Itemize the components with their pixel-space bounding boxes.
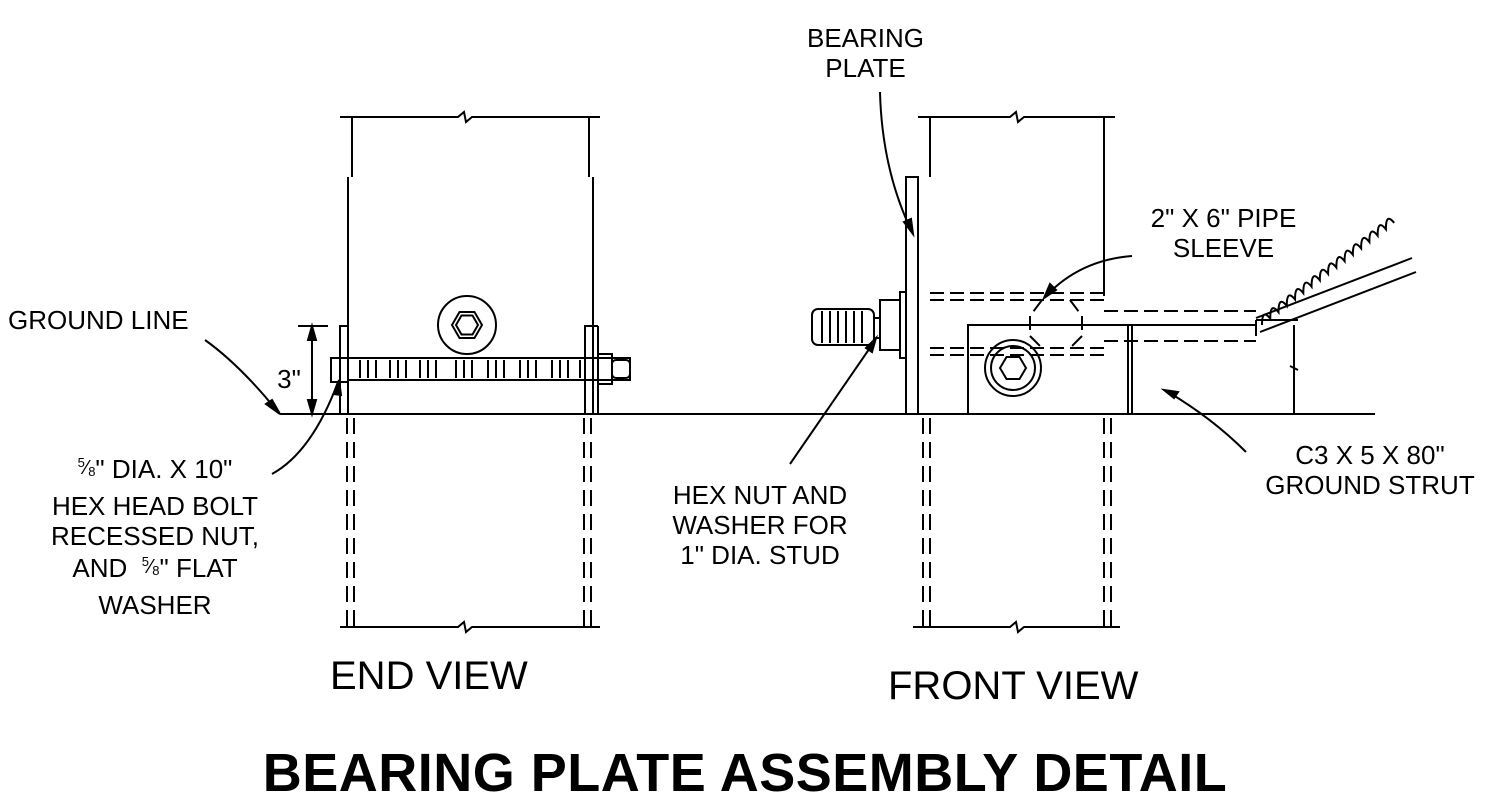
hex-nut-line3: 1" DIA. STUD: [680, 540, 840, 570]
ground-strut: [967, 319, 1299, 414]
bolt-label: 5⁄8" DIA. X 10" HEX HEAD BOLT RECESSED N…: [10, 452, 300, 620]
front-view-post: [905, 110, 1120, 634]
bolt-line3: RECESSED NUT,: [50, 521, 260, 551]
fraction-five-eighths-2: 5⁄8: [141, 554, 160, 578]
fraction-five-eighths: 5⁄8: [77, 455, 96, 479]
ground-strut-label: C3 X 5 X 80" GROUND STRUT: [1250, 440, 1490, 500]
bearing-plate-leader: [879, 91, 913, 233]
pipe-sleeve-label: 2" X 6" PIPE SLEEVE: [1136, 203, 1311, 263]
pipe-sleeve-leader: [1045, 255, 1133, 297]
bearing-plate-label: BEARING PLATE: [783, 23, 948, 83]
hex-nut-line2: WASHER FOR: [672, 510, 848, 540]
hex-nut-leader: [789, 341, 875, 465]
bolt-line5: WASHER: [98, 590, 212, 620]
dimension-3in: [298, 322, 328, 418]
dimension-3in-label: 3": [277, 364, 301, 394]
bolt-leader: [271, 381, 339, 475]
pipe-sleeve-line1: 2" X 6" PIPE: [1150, 203, 1297, 233]
pipe-sleeve-line2: SLEEVE: [1172, 233, 1275, 263]
front-view-stud: [811, 291, 907, 359]
ground-strut-line2: GROUND STRUT: [1265, 470, 1475, 500]
bearing-plate-line1: BEARING: [806, 23, 925, 53]
ground-strut-line1: C3 X 5 X 80": [1295, 440, 1445, 470]
bolt-line2: HEX HEAD BOLT: [51, 491, 259, 521]
end-view-bolt: [330, 295, 631, 385]
ground-line-leader: [204, 339, 279, 413]
cable: [1255, 217, 1417, 333]
hex-nut-line1: HEX NUT AND: [672, 480, 848, 510]
end-view-label: END VIEW: [330, 654, 528, 698]
ground-line-label: GROUND LINE: [8, 305, 189, 335]
hex-nut-label: HEX NUT AND WASHER FOR 1" DIA. STUD: [640, 480, 880, 570]
bolt-line1: 5⁄8" DIA. X 10": [10, 452, 300, 491]
pipe-sleeve: [930, 292, 1256, 356]
front-view-label: FRONT VIEW: [888, 664, 1139, 708]
bolt-line1-text: " DIA. X 10": [95, 454, 233, 484]
bearing-plate-line2: PLATE: [825, 53, 906, 83]
drawing-title: BEARING PLATE ASSEMBLY DETAIL: [262, 743, 1228, 803]
ground-strut-leader: [1167, 391, 1247, 453]
bolt-line4: AND 5⁄8" FLAT: [10, 551, 300, 590]
